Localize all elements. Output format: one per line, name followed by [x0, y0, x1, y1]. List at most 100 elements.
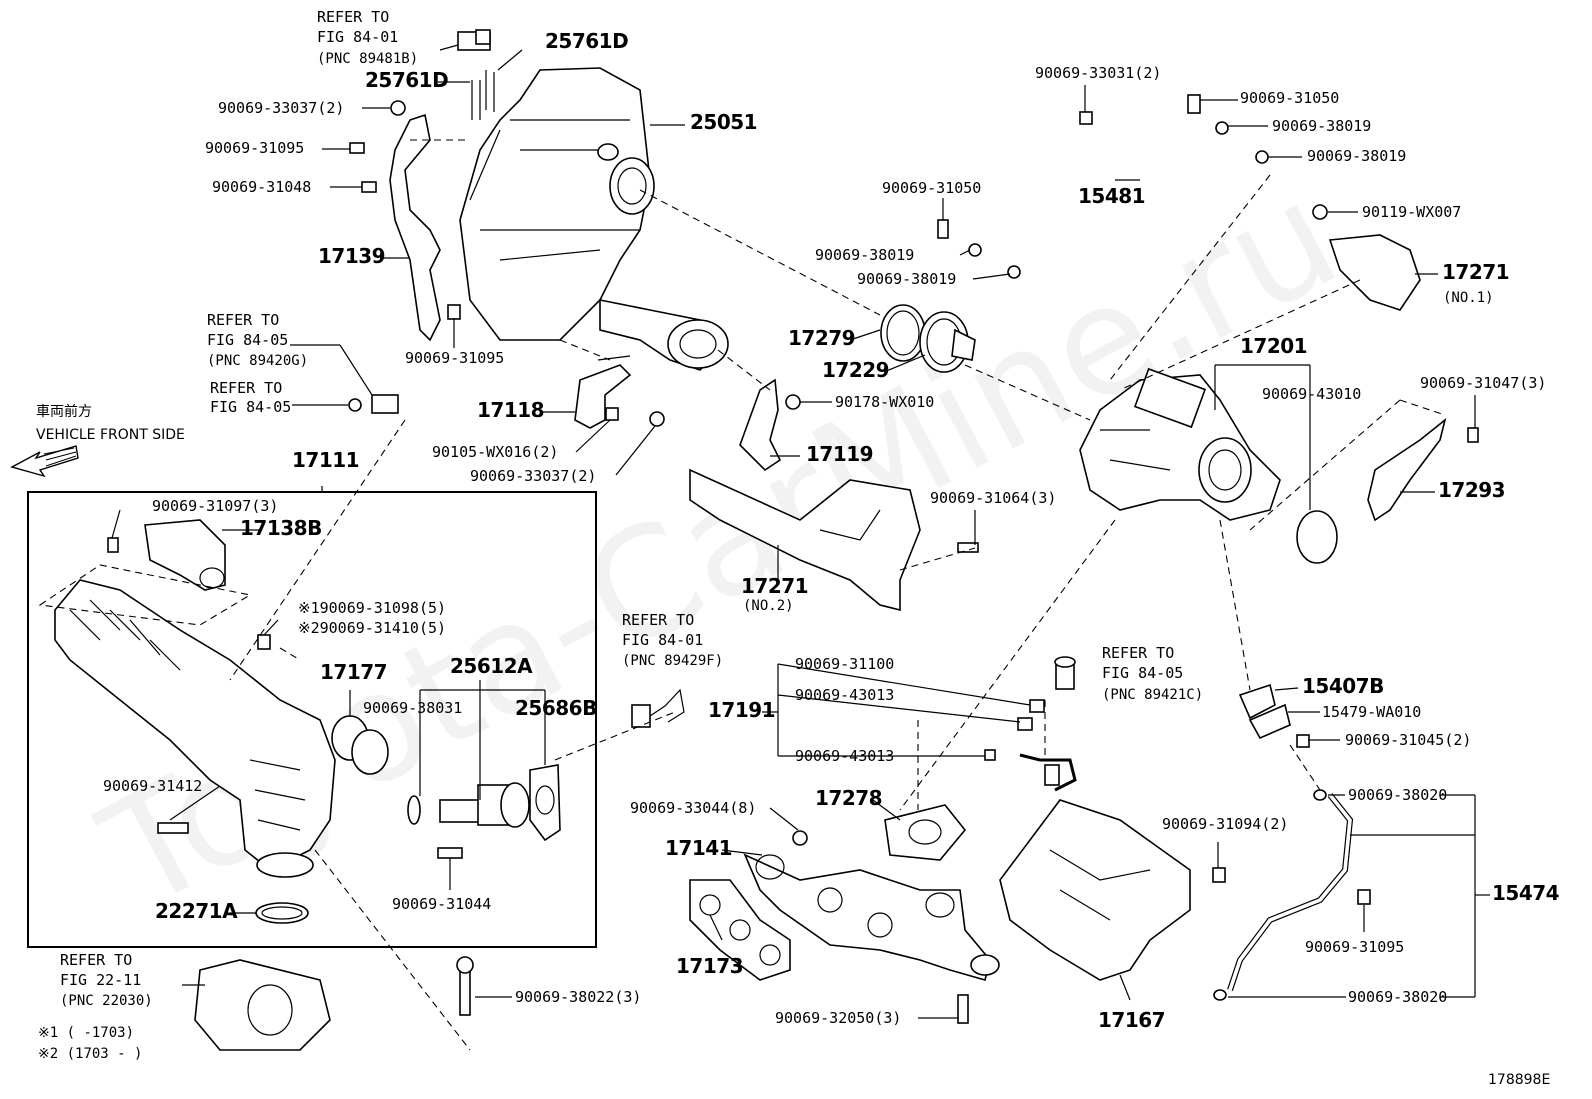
refer-note-3-line1: REFER TO: [210, 379, 283, 397]
label-90069-31094: 90069-31094(2): [1162, 815, 1289, 833]
sensor-89421C: [1054, 656, 1076, 690]
gasket-25686B: [529, 764, 561, 842]
o-ring-43010: [1296, 510, 1338, 564]
label-15474: 15474: [1492, 881, 1560, 905]
label-90069-38020-b: 90069-38020: [1348, 988, 1448, 1006]
label-90069-38020-a: 90069-38020: [1348, 786, 1448, 804]
label-17271-no1: 17271: [1442, 260, 1510, 284]
label-90069-38019-c: 90069-38019: [815, 246, 915, 264]
refer-note-1-line3: (PNC 89481B): [317, 51, 419, 67]
refer-note-2-line1: REFER TO: [207, 311, 280, 329]
refer-note-5-line3: (PNC 89421C): [1102, 687, 1204, 703]
label-25761D-a: 25761D: [545, 29, 629, 53]
refer-note-4-line3: (PNC 89429F): [622, 653, 724, 669]
throttle-body-22030: [194, 959, 331, 1051]
label-90069-33037-a: 90069-33037(2): [218, 99, 345, 117]
label-17271-no1-note: (NO.1): [1443, 290, 1494, 306]
label-90069-43013-a: 90069-43013: [795, 686, 895, 704]
bracket-17118: [574, 364, 632, 429]
label-90069-31098: ※190069-31098(5): [298, 599, 447, 617]
label-90069-38019-a: 90069-38019: [1272, 117, 1372, 135]
bracket-17293: [1367, 417, 1447, 522]
label-90069-31044: 90069-31044: [392, 895, 492, 913]
label-25686B: 25686B: [515, 696, 597, 720]
refer-note-4-line1: REFER TO: [622, 611, 695, 629]
label-90069-38031: 90069-38031: [363, 699, 463, 717]
sensor-connector-89429F: [631, 688, 685, 728]
label-17141: 17141: [665, 836, 733, 860]
egr-valve-25612A: [439, 782, 530, 828]
o-ring-38020b: [1213, 989, 1227, 1001]
label-90069-31050-a: 90069-31050: [1240, 89, 1340, 107]
label-17271-no2: 17271: [741, 574, 809, 598]
label-90069-38019-b: 90069-38019: [1307, 147, 1407, 165]
label-17293: 17293: [1438, 478, 1506, 502]
gasket-17177b: [351, 729, 389, 775]
label-17279: 17279: [788, 326, 856, 350]
footnote-2: ※2 (1703 - ): [38, 1046, 143, 1062]
sensor-pipe-25761D: [457, 29, 495, 120]
label-90069-31095-a: 90069-31095: [205, 139, 305, 157]
label-15481: 15481: [1078, 184, 1146, 208]
refer-note-1-line2: FIG 84-01: [317, 28, 399, 46]
refer-note-4-line2: FIG 84-01: [622, 631, 704, 649]
label-17201: 17201: [1240, 334, 1308, 358]
refer-note-6-line2: FIG 22-11: [60, 971, 142, 989]
gasket-17173: [689, 879, 791, 981]
label-90069-33031: 90069-33031(2): [1035, 64, 1162, 82]
exhaust-manifold-17141: [743, 853, 1000, 981]
gasket-17278: [884, 804, 967, 861]
leader-lines: [111, 44, 1490, 1019]
label-90069-31097: 90069-31097(3): [152, 497, 279, 515]
label-17191: 17191: [708, 698, 776, 722]
refer-note-2-line3: (PNC 89420G): [207, 353, 309, 369]
catalytic-converter-25051: [459, 67, 729, 371]
front-arrow-icon: [10, 445, 79, 478]
label-90069-31048: 90069-31048: [212, 178, 312, 196]
label-17138B: 17138B: [240, 516, 322, 540]
alignment-lines: [229, 139, 1446, 1051]
label-90069-31100: 90069-31100: [795, 655, 895, 673]
label-90069-43010: 90069-43010: [1262, 385, 1362, 403]
label-90069-31095-b: 90069-31095: [405, 349, 505, 367]
label-90069-31045: 90069-31045(2): [1345, 731, 1472, 749]
label-17139: 17139: [318, 244, 386, 268]
heat-insulator-17167: [999, 799, 1191, 981]
gasket-15407B: [1238, 683, 1276, 720]
heat-insulator-17271-no2: [689, 468, 921, 612]
label-90119-WX007: 90119-WX007: [1362, 203, 1462, 221]
label-15407B: 15407B: [1302, 674, 1384, 698]
refer-note-6-line3: (PNC 22030): [60, 993, 153, 1009]
intake-pipe-17111: [54, 579, 336, 878]
refer-note-1-line1: REFER TO: [317, 8, 390, 26]
o-ring-38031: [407, 795, 421, 825]
label-90069-33037-b: 90069-33037(2): [470, 467, 597, 485]
label-90069-31047: 90069-31047(3): [1420, 374, 1547, 392]
o-ring-38020a: [1313, 789, 1327, 801]
label-25612A: 25612A: [450, 654, 533, 678]
label-17173: 17173: [676, 954, 744, 978]
front-side-jp: 車両前方: [36, 404, 92, 420]
figure-id: 178898E: [1488, 1072, 1551, 1088]
heat-insulator-17271-no1: [1328, 234, 1421, 311]
refer-note-3-line2: FIG 84-05: [210, 398, 292, 416]
label-15479-WA010: 15479-WA010: [1322, 703, 1422, 721]
front-side-en: VEHICLE FRONT SIDE: [36, 427, 185, 443]
bracket-17119: [739, 378, 782, 472]
label-25051: 25051: [690, 110, 758, 134]
label-90178-WX010: 90178-WX010: [835, 393, 935, 411]
label-90069-32050: 90069-32050(3): [775, 1009, 902, 1027]
label-25761D-b: 25761D: [365, 68, 449, 92]
label-90069-33044: 90069-33044(8): [630, 799, 757, 817]
label-90069-31064: 90069-31064(3): [930, 489, 1057, 507]
label-90069-31412: 90069-31412: [103, 777, 203, 795]
refer-note-2-line2: FIG 84-05: [207, 331, 289, 349]
label-17271-no2-note: (NO.2): [743, 598, 794, 614]
flange-15479: [1248, 703, 1291, 740]
label-90069-31095-c: 90069-31095: [1305, 938, 1405, 956]
label-17229: 17229: [822, 358, 890, 382]
sensor-89420G: [348, 394, 399, 414]
label-90105-WX016: 90105-WX016(2): [432, 443, 559, 461]
refer-note-5-line1: REFER TO: [1102, 644, 1175, 662]
